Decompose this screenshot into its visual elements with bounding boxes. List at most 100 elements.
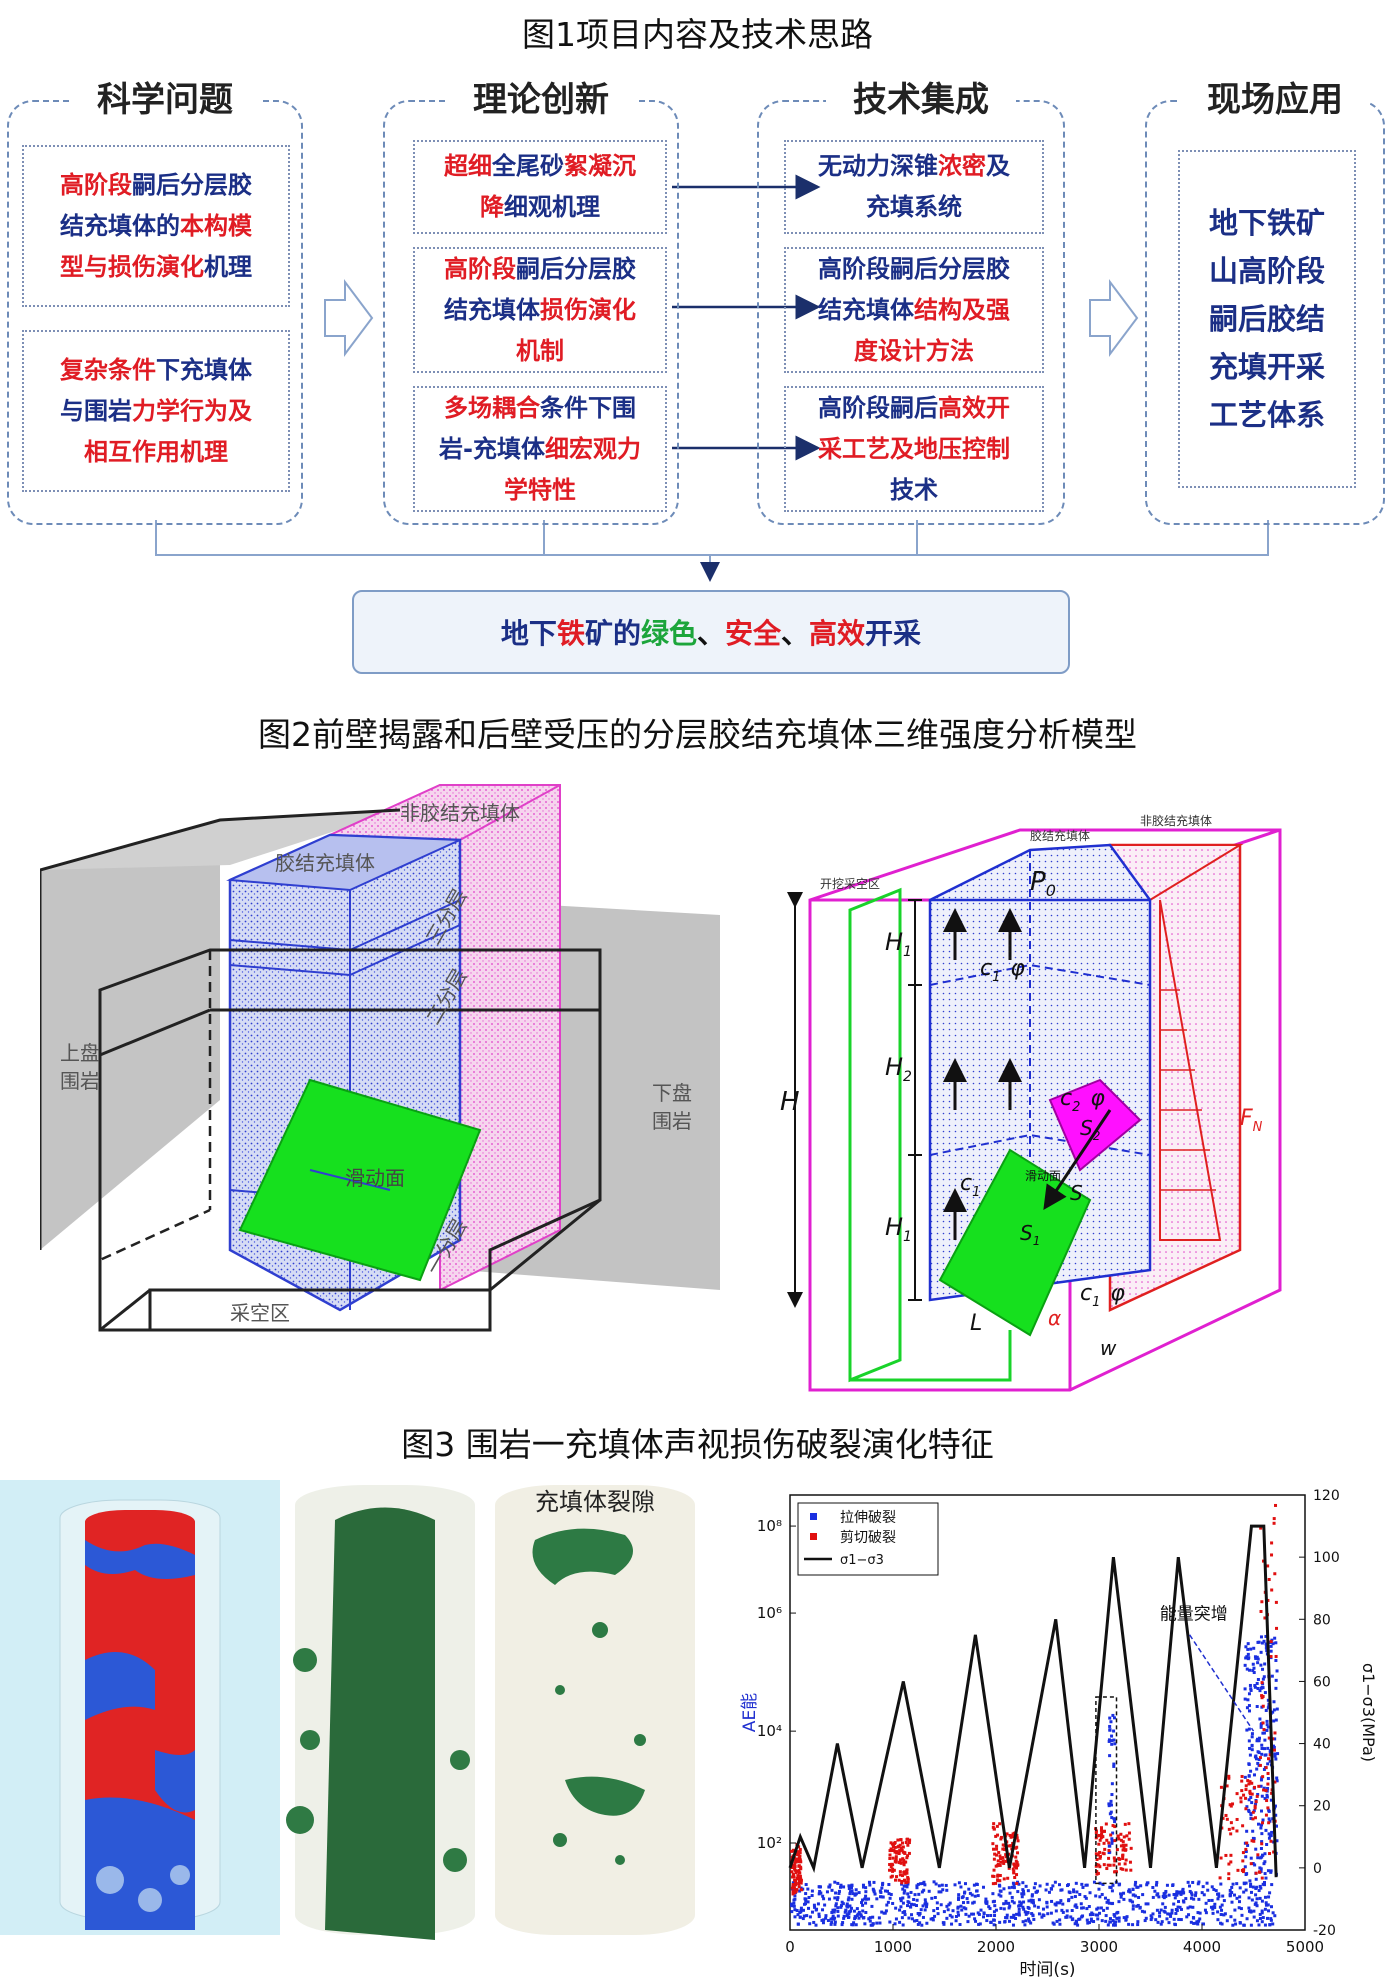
shear-point — [1013, 1876, 1017, 1880]
tensile-point — [1087, 1905, 1091, 1909]
tensile-point — [906, 1882, 910, 1886]
shear-point — [998, 1874, 1002, 1878]
tensile-point — [1235, 1882, 1239, 1886]
tensile-point — [1002, 1907, 1006, 1911]
tensile-point — [1269, 1869, 1273, 1873]
tensile-point — [1110, 1839, 1114, 1843]
tensile-point — [1053, 1880, 1057, 1884]
tensile-point — [833, 1922, 837, 1926]
shear-point — [1250, 1839, 1254, 1843]
tensile-point — [971, 1901, 975, 1905]
tensile-point — [1165, 1883, 1169, 1887]
tensile-point — [1269, 1644, 1273, 1648]
tensile-point — [1274, 1641, 1278, 1645]
shear-point — [1229, 1860, 1233, 1864]
shear-point — [1124, 1858, 1128, 1862]
tensile-point — [888, 1920, 892, 1924]
tensile-point — [927, 1889, 931, 1893]
tensile-point — [1037, 1912, 1041, 1916]
tensile-point — [1250, 1801, 1254, 1805]
tensile-point — [1249, 1796, 1253, 1800]
shear-point — [891, 1845, 895, 1849]
tensile-point — [977, 1912, 981, 1916]
shear-point — [797, 1871, 801, 1875]
y-right-tick-label: -20 — [1313, 1923, 1336, 1939]
tensile-point — [1219, 1921, 1223, 1925]
shear-point — [798, 1856, 802, 1860]
tensile-point — [901, 1923, 905, 1927]
label-P0: P0 — [1030, 867, 1056, 900]
shear-point — [1097, 1863, 1101, 1867]
shear-point — [892, 1868, 896, 1872]
tensile-point — [795, 1908, 799, 1912]
tensile-point — [1254, 1802, 1258, 1806]
tensile-point — [1122, 1891, 1126, 1895]
text-segment: 度设计方法 — [854, 336, 974, 365]
bottom-connector — [155, 520, 1269, 556]
tensile-point — [839, 1883, 843, 1887]
tensile-point — [1061, 1910, 1065, 1914]
tensile-point — [1110, 1889, 1114, 1893]
tensile-point — [1017, 1907, 1021, 1911]
y-left-tick-label: 10⁸ — [757, 1517, 782, 1535]
tensile-point — [1231, 1882, 1235, 1886]
tensile-point — [1085, 1907, 1089, 1911]
text-segment: 条件下围 — [540, 393, 636, 422]
tensile-point — [937, 1884, 941, 1888]
tensile-point — [956, 1906, 960, 1910]
box-line-2: 采工艺及地压控制 — [818, 429, 1010, 470]
x-tick-label: 4000 — [1183, 1938, 1221, 1956]
tensile-point — [965, 1897, 969, 1901]
tensile-point — [1205, 1881, 1209, 1885]
tensile-point — [1259, 1725, 1263, 1729]
fig2-left-model: 非胶结充填体 胶结充填体 三分层 二分层 一分层 上盘 围岩 下盘 围岩 滑动面… — [40, 784, 720, 1332]
tensile-point — [1162, 1892, 1166, 1896]
shear-point — [1101, 1851, 1105, 1855]
tensile-point — [1238, 1895, 1242, 1899]
shear-point — [992, 1857, 996, 1861]
tensile-point — [1188, 1905, 1192, 1909]
tensile-point — [847, 1896, 851, 1900]
shear-point — [1015, 1866, 1019, 1870]
col1-box2: 复杂条件下充填体与围岩力学行为及相互作用机理 — [22, 330, 290, 492]
shear-point — [998, 1879, 1002, 1883]
legend-marker-tensile — [810, 1513, 817, 1520]
tensile-point — [1263, 1895, 1267, 1899]
tensile-point — [836, 1914, 840, 1918]
tensile-point — [1213, 1905, 1217, 1909]
tensile-point — [1249, 1769, 1253, 1773]
tensile-point — [946, 1908, 950, 1912]
tensile-point — [981, 1885, 985, 1889]
tensile-point — [954, 1915, 958, 1919]
tensile-point — [1253, 1755, 1257, 1759]
tensile-point — [1245, 1917, 1249, 1921]
tensile-point — [985, 1919, 989, 1923]
tensile-point — [1044, 1888, 1048, 1892]
tensile-point — [1255, 1705, 1259, 1709]
tensile-point — [1263, 1662, 1267, 1666]
tensile-point — [1272, 1745, 1276, 1749]
tensile-point — [1269, 1917, 1273, 1921]
tensile-point — [962, 1906, 966, 1910]
shear-point — [899, 1838, 903, 1842]
tensile-point — [935, 1906, 939, 1910]
shear-point — [797, 1868, 801, 1872]
tensile-point — [1030, 1912, 1034, 1916]
tensile-point — [1170, 1911, 1174, 1915]
shear-point — [906, 1880, 910, 1884]
tensile-point — [1266, 1725, 1270, 1729]
tensile-point — [1272, 1700, 1276, 1704]
box-line-1: 高阶段嗣后分层胶 — [818, 249, 1010, 290]
tensile-point — [1122, 1916, 1126, 1920]
shear-point — [1273, 1780, 1277, 1784]
tensile-point — [1247, 1909, 1251, 1913]
tensile-point — [1105, 1906, 1109, 1910]
shear-point — [1246, 1779, 1250, 1783]
tensile-point — [1109, 1799, 1113, 1803]
tensile-point — [1261, 1882, 1265, 1886]
tensile-point — [843, 1910, 847, 1914]
hollow-arrow-2 — [1089, 279, 1139, 357]
tensile-point — [867, 1880, 871, 1884]
tensile-point — [1256, 1677, 1260, 1681]
tensile-point — [1258, 1896, 1262, 1900]
